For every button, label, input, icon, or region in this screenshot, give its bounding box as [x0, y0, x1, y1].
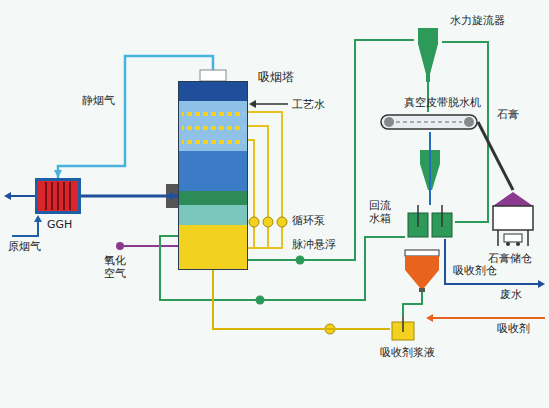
pipe-line — [429, 132, 431, 205]
stream-label: 静烟气 — [82, 94, 115, 107]
slurry-tank-shape — [390, 316, 416, 342]
equipment-label: 回流水箱 — [369, 199, 393, 225]
stream-label: 石膏 — [497, 108, 519, 121]
gypsum-silo-shape — [490, 190, 536, 248]
pipe-line — [213, 270, 390, 329]
stream-label: 工艺水 — [292, 98, 325, 111]
stream-label: 脉冲悬浮 — [292, 238, 336, 251]
belt-filter: 真空皮带脱水机 — [380, 112, 478, 132]
absorbent-silo: 吸收剂仓 — [403, 250, 441, 292]
slurry-tank: 吸收剂浆液 — [390, 316, 416, 342]
absorbent-silo-shape — [403, 250, 441, 292]
pipe-connector — [403, 292, 422, 316]
equipment-label: 水力旋流器 — [450, 14, 505, 27]
hydrocyclone: 水力旋流器 — [414, 28, 442, 82]
arrow-head — [170, 192, 178, 200]
reflux-tank: 回流水箱 — [405, 205, 455, 239]
pipe-line — [248, 40, 414, 260]
heat-exchanger: GGH — [35, 178, 81, 214]
pipe-connector — [429, 132, 430, 205]
pipe-line — [403, 292, 422, 316]
heat-exchanger-shape — [35, 178, 81, 214]
equipment-label: 吸收剂浆液 — [380, 346, 435, 359]
pipe-connector — [478, 122, 513, 190]
stream-label: 原烟气 — [8, 240, 41, 253]
stream-label: 废水 — [500, 288, 522, 301]
pipe-line — [81, 195, 178, 198]
pipe-connector — [248, 40, 414, 260]
equipment-label: GGH — [47, 218, 72, 231]
absorber-tower-shape — [178, 70, 248, 270]
equipment-label: 真空皮带脱水机 — [404, 96, 481, 109]
belt-filter-shape — [380, 112, 478, 132]
gypsum-silo: 石膏储仓 — [490, 190, 536, 248]
equipment-label: 石膏储仓 — [488, 252, 532, 265]
pipe-connector — [213, 270, 390, 329]
stream-label: 氧化空气 — [104, 254, 128, 280]
pipe-connector — [81, 192, 178, 200]
equipment-label: 吸收剂仓 — [453, 264, 497, 277]
equipment-label: 吸烟塔 — [258, 70, 294, 84]
hydrocyclone-shape — [414, 28, 442, 82]
arrow-head — [54, 170, 62, 178]
pipe-line — [478, 122, 513, 190]
reflux-tank-shape — [405, 205, 455, 239]
stream-label: 循环泵 — [292, 214, 325, 227]
stream-label: 吸收剂 — [497, 322, 530, 335]
absorber-tower: 吸烟塔 — [178, 70, 248, 270]
